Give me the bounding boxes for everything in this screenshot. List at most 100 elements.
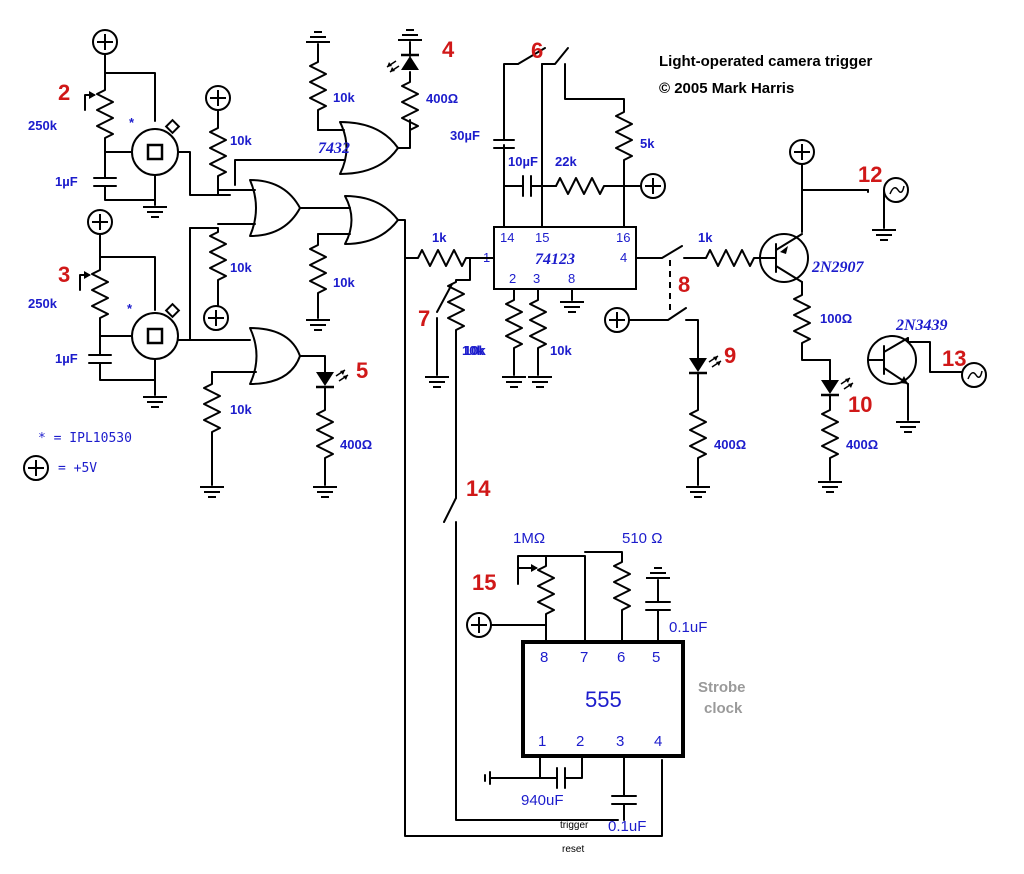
output-section: 1k 8 9 400Ω bbox=[604, 230, 761, 498]
cap-30-label: 30µF bbox=[450, 128, 480, 143]
marker-4: 4 bbox=[442, 37, 455, 62]
pin-555-3: 3 bbox=[616, 733, 624, 750]
supply-plus-icon bbox=[466, 612, 492, 638]
r-10k-d-label: 10k bbox=[333, 275, 355, 290]
ground-icon bbox=[199, 486, 225, 498]
output-jack-13-icon bbox=[961, 362, 987, 388]
legend-star: * = IPL10530 bbox=[38, 431, 132, 446]
pot-3-value: 250k bbox=[28, 296, 58, 311]
r-10k-e-label: 10k bbox=[230, 402, 252, 417]
ground-icon bbox=[424, 376, 450, 388]
npn-label: 2N3439 bbox=[895, 317, 948, 334]
led-icon bbox=[314, 368, 350, 389]
supply-plus-icon bbox=[205, 85, 231, 111]
r-10k-c-label: 10k bbox=[333, 90, 355, 105]
pin-555-8: 8 bbox=[540, 649, 548, 666]
pin-555-5: 5 bbox=[652, 649, 660, 666]
supply-plus-icon bbox=[87, 209, 113, 235]
r-10k-g-label: 10k bbox=[464, 343, 486, 358]
ground-icon bbox=[142, 396, 168, 408]
supply-plus-icon bbox=[640, 173, 666, 199]
cap-01-a-label: 0.1uF bbox=[669, 619, 707, 636]
marker-10: 10 bbox=[848, 392, 872, 417]
strobe-label-1: Strobe bbox=[698, 679, 746, 696]
ic-555-label: 555 bbox=[585, 687, 622, 712]
ground-icon bbox=[312, 486, 338, 498]
supply-plus-icon bbox=[92, 29, 118, 55]
r-100-label: 100Ω bbox=[820, 311, 852, 326]
supply-plus-icon bbox=[203, 305, 229, 331]
supply-plus-icon bbox=[789, 139, 815, 165]
r-400-a-label: 400Ω bbox=[426, 91, 458, 106]
legend-plus: = +5V bbox=[58, 461, 97, 476]
pin-555-1: 1 bbox=[538, 733, 546, 750]
ground-icon bbox=[895, 421, 921, 433]
r-1k-b-label: 1k bbox=[698, 230, 713, 245]
ground-icon bbox=[142, 206, 168, 218]
sensor-1-section: 2 250k 1µF * bbox=[28, 29, 231, 218]
marker-3: 3 bbox=[58, 262, 70, 287]
r-10k-a-label: 10k bbox=[230, 133, 252, 148]
ground-icon bbox=[305, 319, 331, 331]
r-10k-h-label: 10k bbox=[550, 343, 572, 358]
ground-icon bbox=[871, 229, 897, 241]
marker-15: 15 bbox=[472, 570, 496, 595]
ground-icon bbox=[305, 31, 331, 43]
pin-8: 8 bbox=[568, 271, 575, 286]
r-22k-label: 22k bbox=[555, 154, 577, 169]
r-400-b-label: 400Ω bbox=[340, 437, 372, 452]
photo-sensor-icon bbox=[130, 302, 181, 361]
ic-555 bbox=[521, 640, 685, 758]
supply-plus-icon bbox=[23, 455, 49, 481]
marker-8: 8 bbox=[678, 272, 690, 297]
photo-sensor-icon bbox=[130, 118, 181, 177]
logic-section: 10k 10k 7432 10k 4 400Ω 10k bbox=[189, 29, 663, 837]
title-line-2: © 2005 Mark Harris bbox=[659, 80, 794, 97]
ic-74123 bbox=[493, 226, 637, 290]
cap-10-label: 10µF bbox=[508, 154, 538, 169]
pot-1m-label: 1MΩ bbox=[513, 530, 545, 547]
pin-2: 2 bbox=[509, 271, 516, 286]
cap-2-value: 1µF bbox=[55, 351, 78, 366]
r-1k-a-label: 1k bbox=[432, 230, 447, 245]
marker-6: 7 bbox=[418, 306, 430, 331]
pin-555-7: 7 bbox=[580, 649, 588, 666]
marker-12: 12 bbox=[858, 162, 882, 187]
marker-9: 9 bbox=[724, 343, 736, 368]
trigger-label: trigger bbox=[560, 820, 589, 831]
ground-icon bbox=[645, 567, 671, 579]
ground-icon bbox=[501, 376, 527, 388]
pin-14: 14 bbox=[500, 230, 514, 245]
supply-plus-icon bbox=[604, 307, 630, 333]
r-10k-b-label: 10k bbox=[230, 260, 252, 275]
pin-3: 3 bbox=[533, 271, 540, 286]
ground-icon bbox=[685, 486, 711, 498]
asterisk-1: * bbox=[129, 115, 135, 130]
led-icon bbox=[687, 354, 723, 375]
marker-5: 5 bbox=[356, 358, 368, 383]
asterisk-2: * bbox=[127, 301, 133, 316]
marker-2: 2 bbox=[58, 80, 70, 105]
pnp-label: 2N2907 bbox=[811, 259, 865, 276]
marker-14: 14 bbox=[466, 476, 491, 501]
r-5k-label: 5k bbox=[640, 136, 655, 151]
r-510-label: 510 Ω bbox=[622, 530, 662, 547]
output-jack-12-icon bbox=[883, 177, 909, 203]
legend: * = IPL10530 = +5V bbox=[23, 431, 132, 481]
pot-2-value: 250k bbox=[28, 118, 58, 133]
ground-icon bbox=[527, 376, 553, 388]
sensor-2-section: 3 250k 1µF * bbox=[28, 209, 251, 408]
cap-940-label: 940uF bbox=[521, 792, 564, 809]
monostable-section: 74123 14 15 16 1 2 3 8 4 6 30µF 5k 10µF … bbox=[404, 38, 666, 499]
pin-16: 16 bbox=[616, 230, 630, 245]
title-line-1: Light-operated camera trigger bbox=[659, 53, 873, 70]
r-10k-f-label: 10k bbox=[462, 343, 484, 358]
marker-7: 6 bbox=[531, 38, 543, 63]
pin-555-6: 6 bbox=[617, 649, 625, 666]
cap-1-value: 1µF bbox=[55, 174, 78, 189]
r-400-c-label: 400Ω bbox=[714, 437, 746, 452]
ground-icon bbox=[559, 301, 585, 313]
pin-555-2: 2 bbox=[576, 733, 584, 750]
strobe-label-2: clock bbox=[704, 700, 743, 717]
